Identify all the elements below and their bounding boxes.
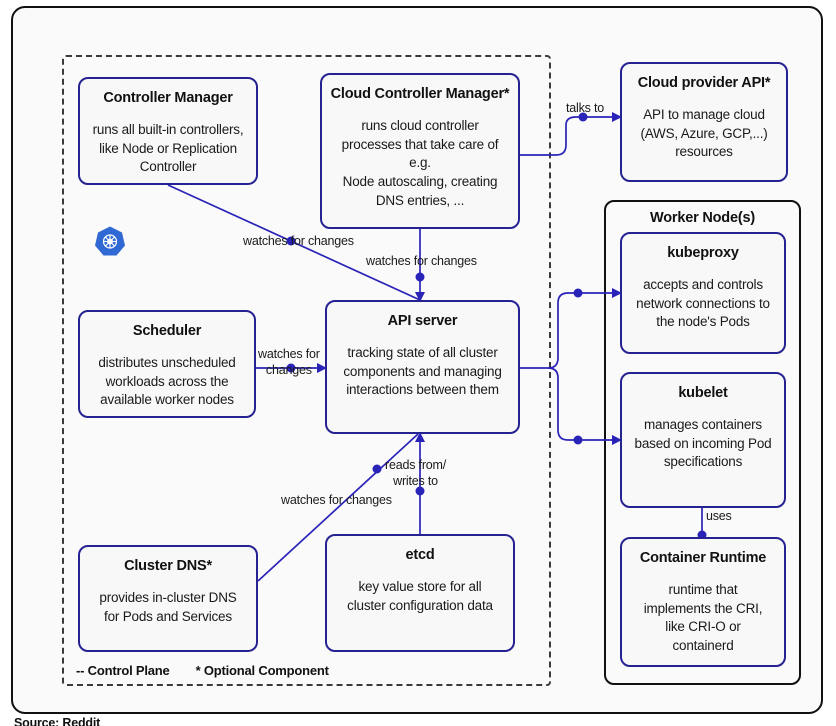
node-container-runtime-body: runtime that implements the CRI, like CR… <box>643 582 763 653</box>
node-kubelet-title: kubelet <box>678 385 728 401</box>
node-cluster-dns-body: provides in-cluster DNS for Pods and Ser… <box>99 590 237 624</box>
node-etcd-body: key value store for all cluster configur… <box>347 579 493 613</box>
node-container-runtime[interactable]: Container Runtime runtime that implement… <box>620 537 786 667</box>
node-cloud-controller-manager-title: Cloud Controller Manager* <box>330 86 510 102</box>
node-api-server[interactable]: API server tracking state of all cluster… <box>325 300 520 434</box>
node-kubelet[interactable]: kubelet manages containers based on inco… <box>620 372 786 508</box>
node-scheduler-body: distributes unscheduled workloads across… <box>98 355 236 408</box>
edge-label-watches-for-changes-ccm: watches for changes <box>366 254 477 268</box>
legend-control-plane: -- Control Plane <box>76 663 170 678</box>
edge-label-watches-for-changes-cluster-dns: watches for changes <box>281 493 392 507</box>
edge-label-watches-for-changes-controller-manager: watches for changes <box>243 234 354 248</box>
edge-label-reads-from-writes-to: reads from/ writes to <box>385 458 447 488</box>
node-cloud-provider-api-body: API to manage cloud (AWS, Azure, GCP,...… <box>640 107 768 160</box>
node-cloud-provider-api[interactable]: Cloud provider API* API to manage cloud … <box>620 62 788 182</box>
node-etcd-title: etcd <box>405 547 435 563</box>
node-kubelet-body: manages containers based on incoming Pod… <box>634 417 772 470</box>
node-controller-manager-body: runs all built-in controllers, like Node… <box>92 122 244 175</box>
node-cloud-controller-manager[interactable]: Cloud Controller Manager* runs cloud con… <box>320 73 520 229</box>
node-controller-manager[interactable]: Controller Manager runs all built-in con… <box>78 77 258 185</box>
node-cloud-controller-manager-body: runs cloud controller processes that tak… <box>341 118 499 208</box>
node-api-server-body: tracking state of all cluster components… <box>343 345 502 398</box>
node-cluster-dns[interactable]: Cluster DNS* provides in-cluster DNS for… <box>78 545 258 652</box>
node-controller-manager-title: Controller Manager <box>103 90 233 106</box>
source-caption: Source: Reddit <box>14 716 101 726</box>
node-api-server-title: API server <box>387 313 458 329</box>
node-scheduler-title: Scheduler <box>132 323 202 339</box>
node-cluster-dns-title: Cluster DNS* <box>124 558 212 574</box>
node-kubeproxy-title: kubeproxy <box>667 245 739 261</box>
node-kubeproxy[interactable]: kubeproxy accepts and controls network c… <box>620 232 786 354</box>
node-etcd[interactable]: etcd key value store for all cluster con… <box>325 534 515 652</box>
edge-label-watches-for-changes-scheduler: watches for changes <box>258 347 320 377</box>
legend: -- Control Plane * Optional Component <box>76 663 329 678</box>
legend-optional-component: * Optional Component <box>195 663 329 678</box>
node-cloud-provider-api-title: Cloud provider API* <box>637 75 771 91</box>
node-container-runtime-title: Container Runtime <box>639 550 767 566</box>
kubernetes-logo-icon <box>95 226 125 256</box>
edge-label-talks-to: talks to <box>566 101 604 115</box>
edge-label-uses: uses <box>706 509 732 523</box>
worker-node-group-title: Worker Node(s) <box>650 210 755 226</box>
node-scheduler[interactable]: Scheduler distributes unscheduled worklo… <box>78 310 256 418</box>
node-kubeproxy-body: accepts and controls network connections… <box>636 277 770 330</box>
